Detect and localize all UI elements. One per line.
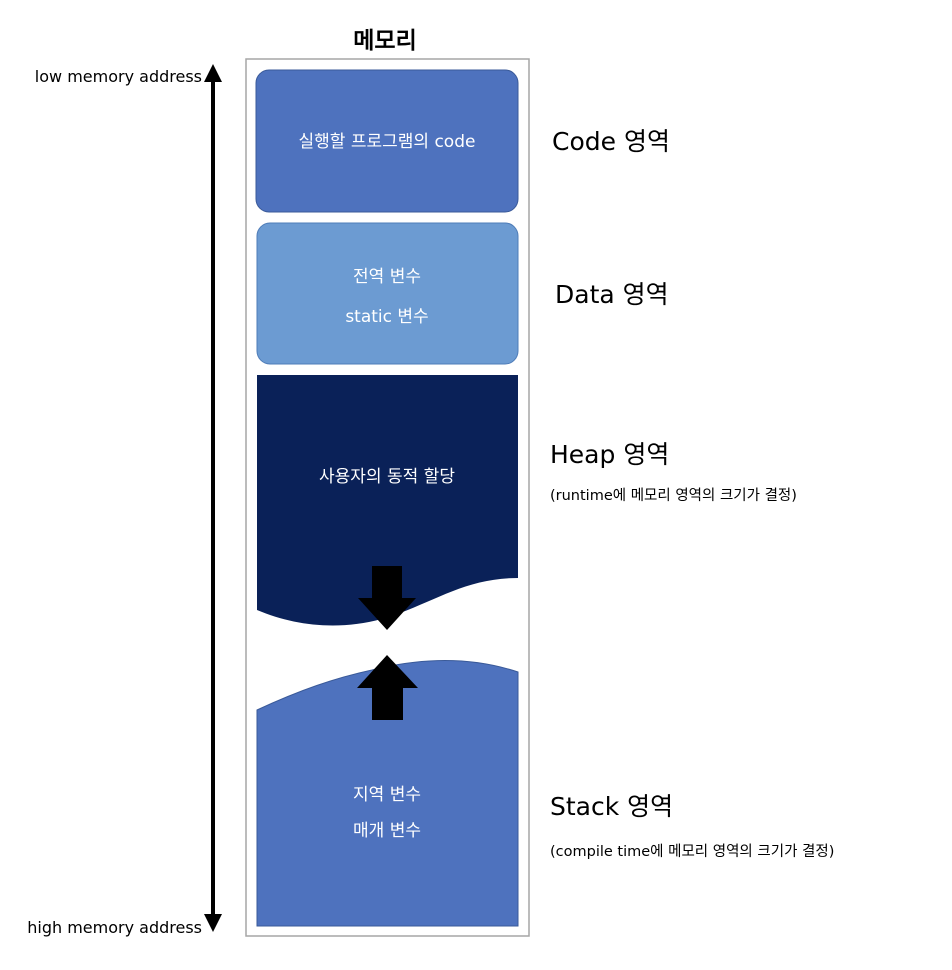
memory-title: 메모리 bbox=[353, 28, 416, 54]
stack-segment-label-line1: 지역 변수 bbox=[353, 785, 421, 805]
data-segment-label-line2: static 변수 bbox=[345, 307, 428, 327]
high-address-label: high memory address bbox=[27, 918, 202, 937]
heap-region-note: (runtime에 메모리 영역의 크기가 결정) bbox=[550, 487, 797, 504]
code-segment bbox=[255, 69, 519, 213]
data-segment-label-line1: 전역 변수 bbox=[353, 267, 421, 287]
heap-segment-label: 사용자의 동적 할당 bbox=[319, 467, 455, 487]
stack-growth-up-arrow bbox=[357, 655, 418, 720]
address-axis-down-arrowhead bbox=[204, 914, 222, 932]
stack-region-title: Stack 영역 bbox=[550, 792, 673, 821]
memory-frame bbox=[245, 58, 530, 937]
heap-segment bbox=[257, 375, 518, 626]
low-address-label: low memory address bbox=[35, 67, 202, 86]
address-axis-up-arrowhead bbox=[204, 64, 222, 82]
data-region-title: Data 영역 bbox=[555, 280, 669, 309]
stack-segment-label-line2: 매개 변수 bbox=[353, 821, 421, 841]
code-segment-label: 실행할 프로그램의 code bbox=[299, 132, 476, 152]
stack-region-note: (compile time에 메모리 영역의 크기가 결정) bbox=[550, 843, 834, 860]
data-segment bbox=[256, 222, 519, 365]
code-region-title: Code 영역 bbox=[552, 127, 670, 156]
heap-region-title: Heap 영역 bbox=[550, 440, 669, 469]
heap-growth-down-arrow bbox=[358, 566, 416, 630]
